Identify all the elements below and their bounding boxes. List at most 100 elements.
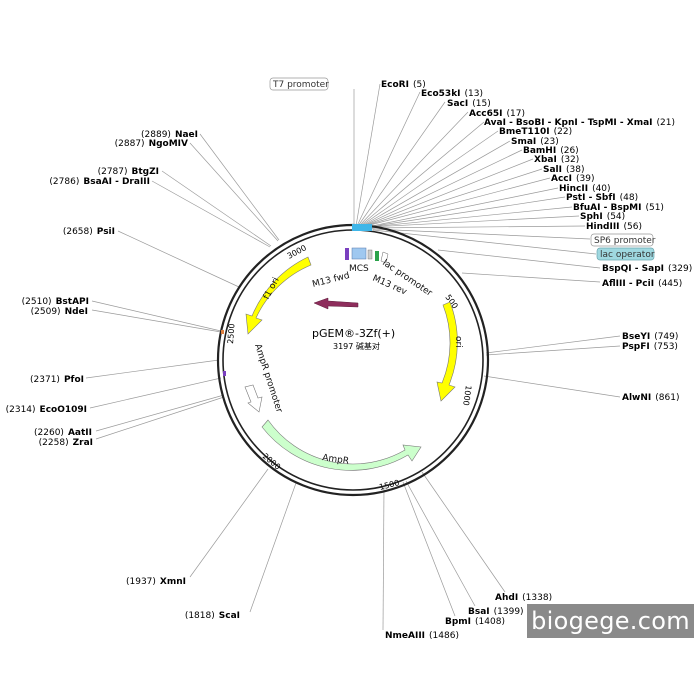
tick-1000: 1000 [461, 385, 473, 406]
leader-sali [364, 168, 543, 227]
leader-ecori [355, 83, 381, 227]
mcs-label: MCS [349, 264, 369, 274]
site-marker-ecoo109i [223, 371, 226, 376]
leader-saci [357, 101, 446, 227]
leader-ecoo109i [89, 377, 222, 409]
site-xmni: (1937)XmnI [126, 577, 186, 587]
site-btgzi: (2787)BtgZI [98, 167, 159, 177]
site-afliii-pcii: AflIII - PciI(445) [602, 279, 682, 289]
site-acci: AccI(39) [551, 174, 594, 184]
lac-operator-tag: lac operator [596, 247, 655, 261]
tick-2500: 2500 [226, 323, 236, 344]
sp6-promoter-text: SP6 promoter [594, 236, 656, 246]
t7-promoter-box [269, 77, 329, 91]
site-scai: (1818)ScaI [185, 611, 240, 621]
leader-psii [117, 230, 240, 288]
leader-xmni [189, 468, 269, 578]
leader-bsaai [151, 180, 271, 248]
site-bspqi-sapi: BspQI - SapI(329) [602, 264, 692, 274]
m13-rev-mark [367, 249, 373, 260]
site-aatii: (2260)AatII [34, 428, 92, 438]
site-saci: SacI(15) [447, 99, 491, 109]
leader-scai [249, 482, 297, 613]
site-pfoi: (2371)PfoI [30, 375, 84, 385]
site-bamhi: BamHI(26) [523, 146, 579, 156]
t7-promoter-mark [345, 248, 349, 260]
sp6-promoter-tag: SP6 promoter [590, 233, 656, 247]
site-ngomiv: (2887)NgoMIV [115, 139, 188, 149]
leader-pspfi [485, 345, 621, 356]
site-hincii: HincII(40) [559, 184, 611, 194]
plasmid-size: 3197 碱基对 [333, 341, 380, 351]
site-marker-ndei [221, 330, 224, 334]
leader-smai [361, 140, 511, 227]
ampr-arrow [261, 419, 422, 471]
leader-hindiii [370, 225, 586, 229]
leader-hincii [366, 187, 559, 228]
leader-ndei [91, 309, 222, 333]
site-eco53ki: Eco53kI(13) [421, 89, 483, 99]
site-nmeaiii: NmeAIII(1486) [385, 631, 459, 641]
site-ecori: EcoRI(5) [381, 80, 426, 90]
leader-lines [85, 83, 621, 631]
f1-ori-arrow [245, 256, 312, 335]
sp6-mark [375, 251, 379, 261]
site-zrai: (2258)ZraI [39, 438, 93, 448]
tick-3000: 3000 [286, 243, 308, 261]
leader-lacop [372, 229, 597, 255]
site-bsaai-draiii: (2786)BsaAI - DraIII [49, 177, 150, 187]
site-sphi: SphI(54) [580, 212, 625, 222]
m13-fwd-label: M13 fwd [311, 271, 350, 290]
leader-psti [367, 196, 566, 228]
lac-promoter-mark [380, 251, 389, 264]
ori-arrow [436, 301, 458, 402]
leader-bfuai [368, 206, 573, 228]
leader-pfoi [85, 359, 220, 379]
site-psii: (2658)PsiI [63, 227, 115, 237]
site-naei: (2889)NaeI [141, 130, 198, 140]
leader-ngomiv [189, 142, 279, 242]
lacza-arrow [313, 297, 359, 310]
site-pspfi: PspFI(753) [622, 342, 678, 352]
site-avai-group: AvaI - BsoBI - KpnI - TspMI - XmaI(21) [484, 118, 675, 128]
site-ndei: (2509)NdeI [31, 307, 88, 317]
site-ecoo109i: (2314)EcoO109I [6, 405, 87, 415]
leader-nmeaiii [382, 486, 385, 631]
sp6-promoter-box [590, 233, 654, 247]
leader-acc65i [358, 111, 469, 227]
site-bstapi: (2510)BstAPI [22, 297, 89, 307]
lac-operator-box [596, 247, 655, 261]
t7-promoter-text: T7 promoter [272, 80, 329, 90]
leader-btgzi [161, 170, 272, 247]
leader-naei [199, 133, 280, 241]
leader-avai [359, 121, 485, 227]
leader-bamhi [362, 149, 523, 227]
leader-bpmi [402, 481, 456, 617]
site-acc65i: Acc65I(17) [469, 109, 525, 119]
leader-alwni [483, 375, 621, 398]
site-xbai: XbaI(32) [534, 155, 579, 165]
site-bpmi: BpmI(1408) [445, 617, 505, 627]
leader-bspqi [437, 249, 601, 269]
plasmid-name: pGEM®-3Zf(+) [312, 327, 395, 340]
site-bseyi: BseYI(749) [622, 332, 678, 342]
leader-sp6 [371, 228, 591, 240]
leader-ahdi [421, 471, 506, 593]
f1-ori-label: f1 ori [262, 276, 282, 301]
leader-afliii [461, 272, 601, 283]
ampr-label: AmpR [322, 453, 350, 467]
leader-acci [365, 177, 551, 227]
leader-bstapi [91, 300, 222, 332]
leader-eco53ki [356, 91, 421, 227]
leader-zrai [95, 396, 225, 440]
site-bfuai-bspmi: BfuAI - BspMI(51) [573, 203, 664, 213]
leader-bseyi [485, 335, 621, 354]
site-ahdi: AhdI(1338) [495, 593, 552, 603]
mcs-box [351, 247, 367, 260]
site-bsai: BsaI(1399) [468, 607, 524, 617]
site-bmet110i: BmeT110I(22) [499, 127, 572, 137]
t7-promoter-tag: T7 promoter [269, 77, 329, 91]
site-smai: SmaI(23) [511, 137, 559, 147]
leader-sphi [369, 215, 580, 228]
